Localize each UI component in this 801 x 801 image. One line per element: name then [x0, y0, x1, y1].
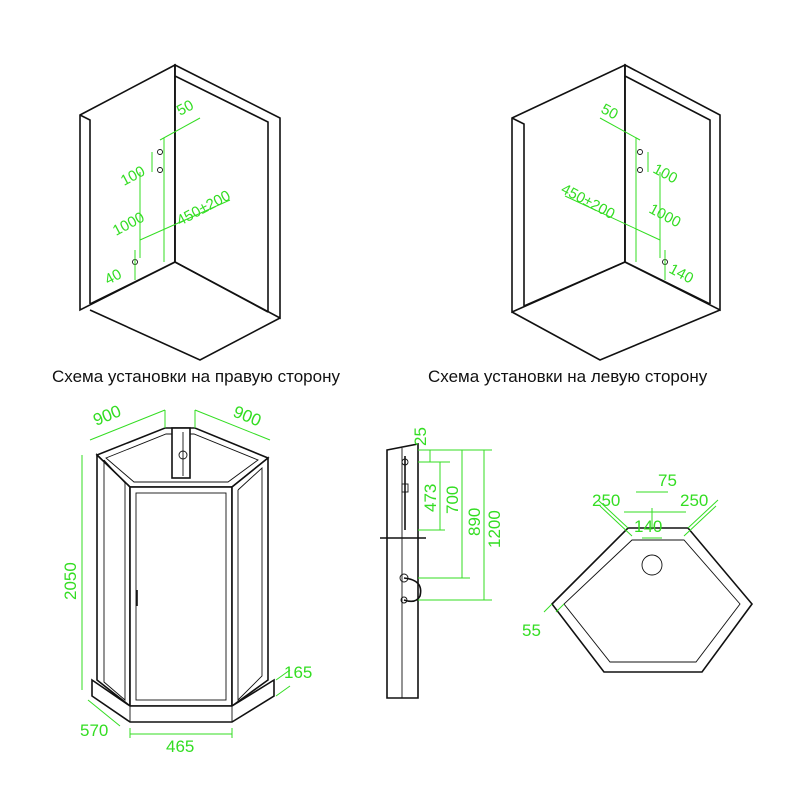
- column-panel-body: [386, 443, 419, 699]
- column-dim-25: 25: [411, 427, 430, 446]
- column-dim-473: 473: [421, 484, 440, 512]
- tray-dim-center: 75: [658, 471, 677, 490]
- shower-cabin-view: 900 900 2050 165 570 465: [61, 401, 312, 756]
- tray-dim-right: 250: [680, 491, 708, 510]
- cabin-right-panel: [231, 456, 269, 708]
- column-shower-head-icon: [401, 458, 409, 466]
- right-installation-scheme: 50 100 1000 450±200 40 Схема установки н…: [52, 63, 340, 386]
- shower-column-panel: 25 473 700 890 1200: [380, 427, 504, 699]
- cabin-front-door: [129, 486, 233, 707]
- left-scheme-cold-outlet-icon: [637, 167, 643, 173]
- left-scheme-caption: Схема установки на левую сторону: [428, 367, 708, 386]
- right-scheme-cold-outlet-icon: [157, 167, 163, 173]
- tray-dim-edge: 55: [522, 621, 541, 640]
- cabin-dim-depth: 570: [80, 721, 108, 740]
- cabin-back-column: [171, 427, 191, 479]
- right-scheme-dim-top: 50: [174, 97, 197, 120]
- tray-drain-icon: [641, 554, 663, 576]
- cabin-dim-height: 2050: [61, 562, 80, 600]
- left-scheme-hot-outlet-icon: [637, 149, 643, 155]
- cabin-dim-width-left: 900: [90, 401, 123, 429]
- cabin-shower-head-icon: [178, 450, 188, 460]
- right-scheme-dim-bottom: 40: [102, 266, 125, 289]
- tray-dim-drain: 140: [634, 517, 662, 536]
- column-dim-700: 700: [443, 486, 462, 514]
- right-scheme-caption: Схема установки на правую сторону: [52, 367, 340, 386]
- column-dim-890: 890: [465, 508, 484, 536]
- cabin-base-tray: [91, 678, 275, 723]
- cabin-dim-base: 165: [284, 663, 312, 682]
- tray-outer-outline: [550, 527, 754, 673]
- column-hose-outlet-icon: [400, 596, 408, 604]
- left-installation-scheme: 50 100 450±200 1000 140 Схема установки …: [428, 63, 721, 386]
- cabin-dim-front: 465: [166, 737, 194, 756]
- tray-dim-left: 250: [592, 491, 620, 510]
- right-scheme-hot-outlet-icon: [157, 149, 163, 155]
- shower-tray-plan: 75 250 250 140 55: [522, 471, 754, 673]
- column-dim-1200: 1200: [485, 510, 504, 548]
- column-shower-hose: [403, 577, 422, 603]
- left-scheme-dim-top: 50: [598, 101, 621, 124]
